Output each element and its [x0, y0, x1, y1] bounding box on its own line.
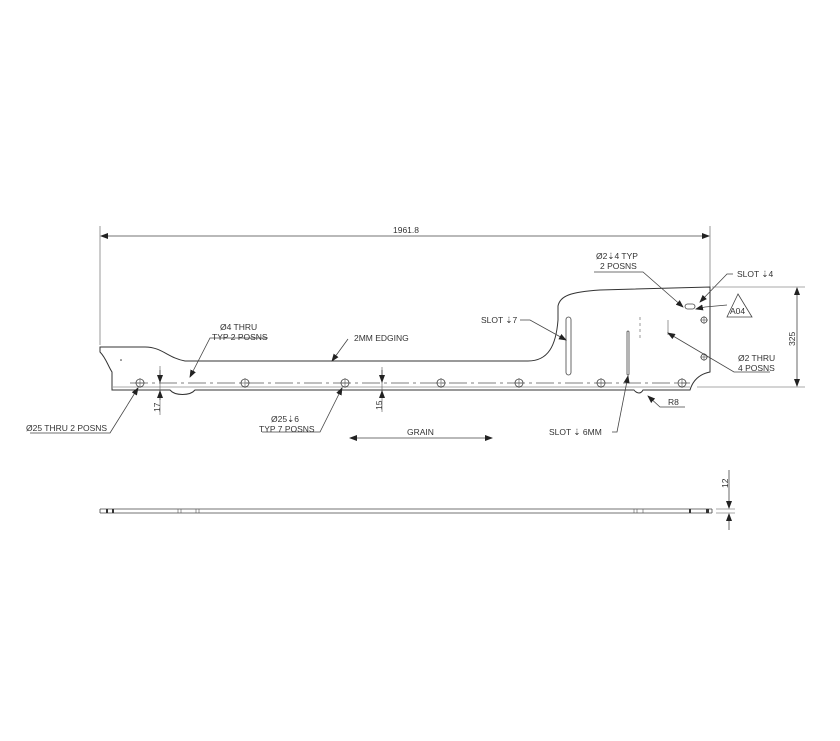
height-dimension: 325 — [697, 286, 805, 388]
svg-text:325: 325 — [787, 332, 797, 346]
offset-dimension-15: 15 — [374, 367, 385, 412]
thickness-dimension: 12 — [716, 470, 735, 530]
slot-6mm — [626, 330, 630, 376]
grain-indicator: GRAIN — [349, 427, 493, 441]
svg-text:Ø4 THRU: Ø4 THRU — [220, 322, 257, 332]
svg-text:Ø25 THRU 2 POSNS: Ø25 THRU 2 POSNS — [26, 423, 107, 433]
hole-25-thru-left — [135, 378, 145, 388]
offset-dimension-17: 17 — [152, 366, 163, 415]
callout-hole-25-depth: Ø25⇣6 TYP 7 POSNS — [259, 387, 343, 434]
svg-text:2MM EDGING: 2MM EDGING — [354, 333, 409, 343]
svg-text:12: 12 — [720, 478, 730, 488]
callout-hole-2-thru: Ø2 THRU 4 POSNS — [667, 332, 775, 373]
edge-view — [99, 508, 713, 514]
svg-text:GRAIN: GRAIN — [407, 427, 434, 437]
callout-slot-4: SLOT ⇣4 — [699, 269, 774, 303]
svg-text:17: 17 — [152, 402, 162, 412]
hole-25-depth — [240, 378, 250, 388]
hole-25-depth — [436, 378, 446, 388]
hole-25-depth — [340, 378, 350, 388]
callout-slot-6mm: SLOT ⇣ 6MM — [549, 375, 630, 437]
hole-2-thru — [700, 316, 708, 324]
callout-slot-7: SLOT ⇣7 — [481, 315, 567, 341]
callout-edging: 2MM EDGING — [331, 333, 409, 362]
overall-length-label: 1961.8 — [393, 225, 419, 235]
hole-pattern — [135, 316, 708, 388]
revision-triangle: A04 — [695, 293, 753, 318]
hole-25-depth — [677, 378, 687, 388]
svg-text:TYP 7 POSNS: TYP 7 POSNS — [259, 424, 315, 434]
svg-text:R8: R8 — [668, 397, 679, 407]
hole-25-depth — [514, 378, 524, 388]
svg-text:TYP 2 POSNS: TYP 2 POSNS — [212, 332, 268, 342]
part-profile — [99, 286, 711, 395]
svg-text:SLOT ⇣7: SLOT ⇣7 — [481, 315, 518, 325]
hole-25-depth — [596, 378, 606, 388]
svg-text:Ø2⇣4 TYP: Ø2⇣4 TYP — [596, 251, 638, 261]
svg-text:4 POSNS: 4 POSNS — [738, 363, 775, 373]
callout-hole-25-thru-left: Ø25 THRU 2 POSNS — [26, 387, 139, 434]
callout-hole-2-depth: Ø2⇣4 TYP 2 POSNS — [594, 251, 684, 308]
svg-text:Ø25⇣6: Ø25⇣6 — [271, 414, 299, 424]
svg-text:SLOT ⇣4: SLOT ⇣4 — [737, 269, 774, 279]
svg-text:2 POSNS: 2 POSNS — [600, 261, 637, 271]
svg-text:15: 15 — [374, 400, 384, 410]
overall-length-dimension: 1961.8 — [99, 225, 711, 345]
svg-text:Ø2 THRU: Ø2 THRU — [738, 353, 775, 363]
callout-radius: R8 — [647, 395, 685, 408]
slot-7 — [565, 316, 572, 376]
callout-hole-4-thru: Ø4 THRU TYP 2 POSNS — [189, 322, 268, 378]
svg-text:SLOT ⇣ 6MM: SLOT ⇣ 6MM — [549, 427, 602, 437]
svg-text:A04: A04 — [730, 306, 745, 316]
slot-4 — [684, 303, 696, 310]
